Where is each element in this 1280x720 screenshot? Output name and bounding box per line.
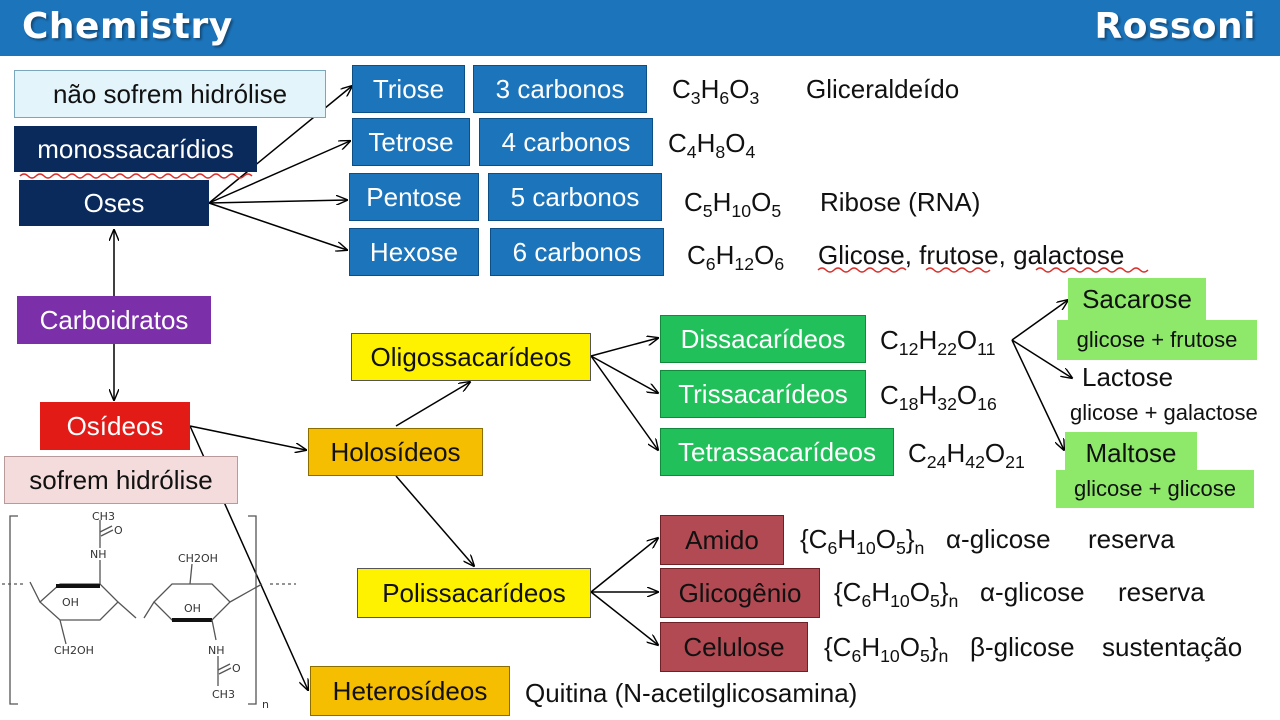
celulose-formula: {C6H10O5}n (824, 632, 949, 667)
nh-bottom-text: NH (208, 644, 225, 657)
carboidratos-box: Carboidratos (17, 296, 211, 344)
ch3-bottom-text: CH3 (212, 688, 235, 701)
maltose-composition: glicose + glicose (1056, 470, 1254, 508)
o-bottom-text: O (232, 662, 241, 675)
header-title: Chemistry (22, 6, 233, 47)
triose-example: Gliceraldeído (806, 74, 960, 104)
amido-formula: {C6H10O5}n (800, 524, 925, 559)
glicogenio-role: reserva (1118, 577, 1205, 607)
celulose-role: sustentação (1102, 632, 1243, 662)
amido-box: Amido (660, 515, 784, 565)
quitina-label: Quitina (N-acetilglicosamina) (525, 678, 858, 708)
trissacarideos-formula: C18H32O16 (880, 380, 997, 415)
holosideos-box: Holosídeos (308, 428, 483, 476)
lactose-label: Lactose (1082, 362, 1174, 392)
nao-sofrem-hidrolise-label: não sofrem hidrólise (14, 70, 326, 118)
sofrem-hidrolise-label: sofrem hidrólise (4, 456, 238, 504)
glicogenio-subunit: α-glicose (980, 577, 1085, 607)
pentose-box: Pentose (349, 173, 479, 221)
ch2oh-bottom-text: CH2OH (54, 644, 94, 657)
polissacarideos-box: Polissacarídeos (357, 568, 591, 618)
header-bar: Chemistry Rossoni (0, 0, 1280, 56)
amido-subunit: α-glicose (946, 524, 1051, 554)
hexose-box: Hexose (349, 228, 479, 276)
pentose-formula: C5H10O5 (684, 187, 782, 222)
o-top-text: O (114, 524, 123, 537)
pentose-example: Ribose (RNA) (820, 187, 981, 217)
triose-formula: C3H6O3 (672, 74, 760, 109)
oh-ring1-text: OH (62, 596, 79, 609)
trissacarideos-box: Trissacarídeos (660, 370, 866, 418)
tetrassacarideos-formula: C24H42O21 (908, 438, 1025, 473)
triose-box: Triose (352, 65, 465, 113)
nh-top-text: NH (90, 548, 107, 561)
maltose-box: Maltose (1065, 432, 1197, 474)
monossacaridios-label: monossacarídios (14, 126, 257, 172)
amido-role: reserva (1088, 524, 1175, 554)
glicogenio-formula: {C6H10O5}n (834, 577, 959, 612)
celulose-box: Celulose (660, 622, 808, 672)
hexose-example: Glicose, frutose, galactose (818, 240, 1125, 270)
oligossacarideos-box: Oligossacarídeos (351, 333, 591, 381)
triose-carbons-box: 3 carbonos (473, 65, 647, 113)
header-author: Rossoni (1094, 6, 1256, 47)
oses-box: Oses (19, 180, 209, 226)
tetrassacarideos-box: Tetrassacarídeos (660, 428, 894, 476)
osideos-box: Osídeos (40, 402, 190, 450)
ch2oh-top-text: CH2OH (178, 552, 218, 565)
glicogenio-box: Glicogênio (660, 568, 820, 618)
lactose-composition: glicose + galactose (1070, 400, 1258, 425)
heterosideos-box: Heterosídeos (310, 666, 510, 716)
dissacarideos-formula: C12H22O11 (880, 325, 996, 360)
hexose-carbons-box: 6 carbonos (490, 228, 664, 276)
sacarose-composition: glicose + frutose (1057, 320, 1257, 360)
ch3-top-text: CH3 (92, 510, 115, 523)
dissacarideos-box: Dissacarídeos (660, 315, 866, 363)
oh-ring2-text: OH (184, 602, 201, 615)
tetrose-carbons-box: 4 carbonos (479, 118, 653, 166)
pentose-carbons-box: 5 carbonos (488, 173, 662, 221)
chitin-structure: CH3 O NH CH2OH OH OH CH2OH NH O CH3 n (2, 510, 296, 711)
hexose-formula: C6H12O6 (687, 240, 785, 275)
tetrose-formula: C4H8O4 (668, 128, 756, 163)
celulose-subunit: β-glicose (970, 632, 1075, 662)
n-subscript-text: n (262, 698, 269, 711)
sacarose-box: Sacarose (1068, 278, 1206, 320)
tetrose-box: Tetrose (352, 118, 470, 166)
